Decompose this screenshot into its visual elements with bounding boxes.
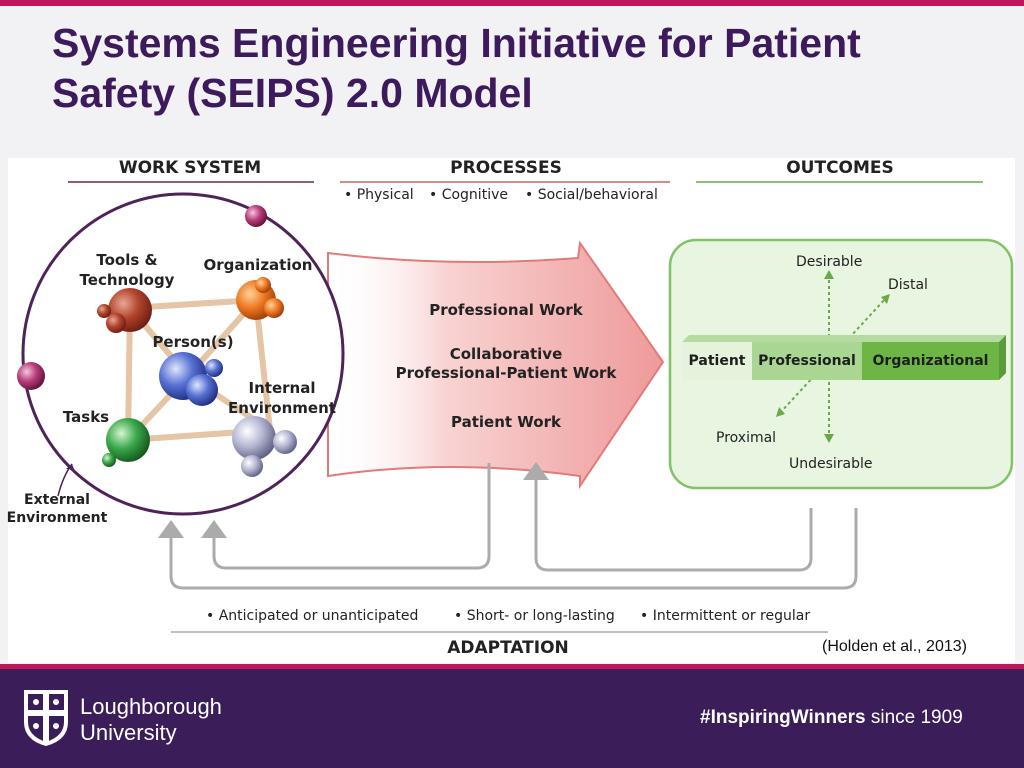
external-sphere-left [17, 362, 45, 390]
work-system-underline [68, 181, 314, 183]
tagline-hashtag: #InspiringWinners [700, 707, 866, 728]
process-arrow [327, 240, 665, 490]
outcome-bar-top [682, 335, 1006, 342]
processes-underline [340, 181, 670, 183]
outcomes-underline [696, 181, 983, 183]
tasks-label: Tasks [62, 408, 110, 426]
process-type-social: • Social/behavioral [525, 187, 658, 203]
internal-environment-label: Internal Environment [228, 379, 336, 417]
collaborative-work-label: Collaborative Professional-Patient Work [395, 345, 617, 382]
process-type-cognitive: • Cognitive [429, 187, 508, 203]
university-name-line1: Loughborough [80, 694, 222, 719]
process-type-physical: • Physical [344, 187, 414, 203]
external-environment-label: External Environment [6, 492, 108, 526]
professional-work-label: Professional Work [429, 301, 583, 319]
university-name: Loughborough University [80, 694, 222, 746]
processes-header: PROCESSES [450, 158, 562, 178]
footer-accent-line [0, 664, 1024, 669]
internal-environment-spheres [232, 416, 297, 477]
tagline-since: since 1909 [865, 707, 963, 728]
tools-technology-label: Tools & Technology [79, 251, 175, 289]
feedback-loops [169, 463, 858, 590]
person-spheres [159, 352, 223, 406]
undesirable-label: Undesirable [789, 456, 873, 472]
tagline: #InspiringWinners since 1909 [700, 707, 963, 729]
persons-label: Person(s) [152, 333, 234, 351]
top-accent-bar [0, 0, 1024, 6]
tasks-spheres [102, 418, 150, 467]
adaptation-item-regular: • Intermittent or regular [640, 608, 811, 624]
university-crest-icon [24, 690, 68, 746]
adaptation-item-anticipated: • Anticipated or unanticipated [206, 608, 419, 624]
outcome-professional: Professional [758, 353, 856, 369]
diagram-graphics [17, 192, 1014, 633]
outcomes-header: OUTCOMES [786, 158, 894, 178]
external-sphere-top [245, 205, 267, 227]
university-name-line2: University [80, 720, 177, 745]
patient-work-label: Patient Work [451, 413, 561, 431]
seips-diagram: WORK SYSTEM PROCESSES OUTCOMES • Physica… [6, 158, 1015, 663]
footer-bar [0, 664, 1024, 768]
work-system-header: WORK SYSTEM [118, 158, 262, 178]
outcome-bar-side [999, 335, 1006, 380]
citation: (Holden et al., 2013) [822, 638, 967, 655]
tools-spheres [97, 288, 152, 333]
outcome-organizational: Organizational [872, 353, 989, 369]
organization-spheres [236, 277, 284, 320]
desirable-label: Desirable [796, 254, 863, 270]
feedback-arrowhead-1 [158, 520, 184, 538]
distal-label: Distal [888, 277, 928, 293]
outcome-patient: Patient [688, 353, 746, 369]
feedback-arrowhead-2 [201, 520, 227, 538]
organization-label: Organization [203, 256, 313, 274]
adaptation-item-lasting: • Short- or long-lasting [454, 608, 615, 624]
adaptation-header: ADAPTATION [447, 638, 569, 658]
feedback-arrowhead-3 [523, 462, 549, 480]
slide-title: Systems Engineering Initiative for Patie… [52, 20, 861, 116]
proximal-label: Proximal [716, 430, 777, 446]
